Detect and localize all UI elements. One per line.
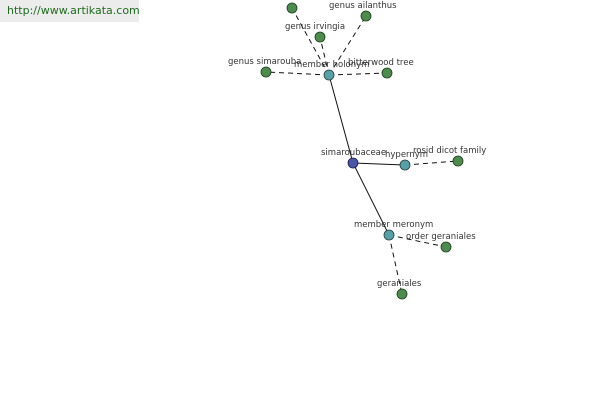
edge-holonym-ailanthus (328, 15, 367, 76)
edge-root-holonym (328, 74, 354, 164)
node-bitterwood-tree[interactable] (381, 67, 393, 79)
node-genus-ailanthus[interactable] (360, 10, 372, 22)
node-member-holonym[interactable] (323, 69, 335, 81)
edge-holonym-bitterwood (328, 72, 388, 76)
edge-meronym-geraniales (388, 234, 403, 295)
node-member-meronym[interactable] (383, 229, 395, 241)
label-member-meronym: member meronym (354, 220, 433, 230)
label-genus-simarouba: genus simarouba (228, 57, 301, 67)
edge-root-hypernym (352, 162, 406, 166)
label-genus-irvingia: genus irvingia (285, 22, 345, 32)
graph-nodes (260, 2, 464, 300)
graph-edges (265, 7, 459, 295)
label-genus-ailanthus: genus ailanthus (329, 1, 397, 11)
node-top-unlabeled[interactable] (286, 2, 298, 14)
graph-labels: simaroubaceae hypernym rosid dicot famil… (228, 1, 486, 289)
edge-holonym-top (291, 7, 330, 76)
node-genus-simarouba[interactable] (260, 66, 272, 78)
node-order-geraniales[interactable] (440, 241, 452, 253)
edge-hypernym-rosid (404, 160, 459, 166)
label-hypernym: hypernym (385, 150, 428, 160)
label-order-geraniales: order geraniales (406, 232, 476, 242)
site-watermark[interactable]: http://www.artikata.com (0, 0, 140, 22)
edge-holonym-irvingia (319, 36, 330, 76)
node-geraniales[interactable] (396, 288, 408, 300)
edge-root-meronym (352, 162, 390, 236)
edge-meronym-order-geraniales (388, 234, 447, 248)
label-member-holonym: member holonym (294, 60, 369, 70)
node-rosid-dicot-family[interactable] (452, 155, 464, 167)
label-bitterwood-tree: bitterwood tree (348, 58, 414, 68)
node-genus-irvingia[interactable] (314, 31, 326, 43)
label-geraniales: geraniales (377, 279, 422, 289)
node-hypernym[interactable] (399, 159, 411, 171)
label-rosid-dicot-family: rosid dicot family (413, 146, 486, 156)
node-simaroubaceae[interactable] (347, 157, 359, 169)
edge-holonym-simarouba (265, 71, 330, 76)
label-simaroubaceae: simaroubaceae (321, 148, 386, 158)
